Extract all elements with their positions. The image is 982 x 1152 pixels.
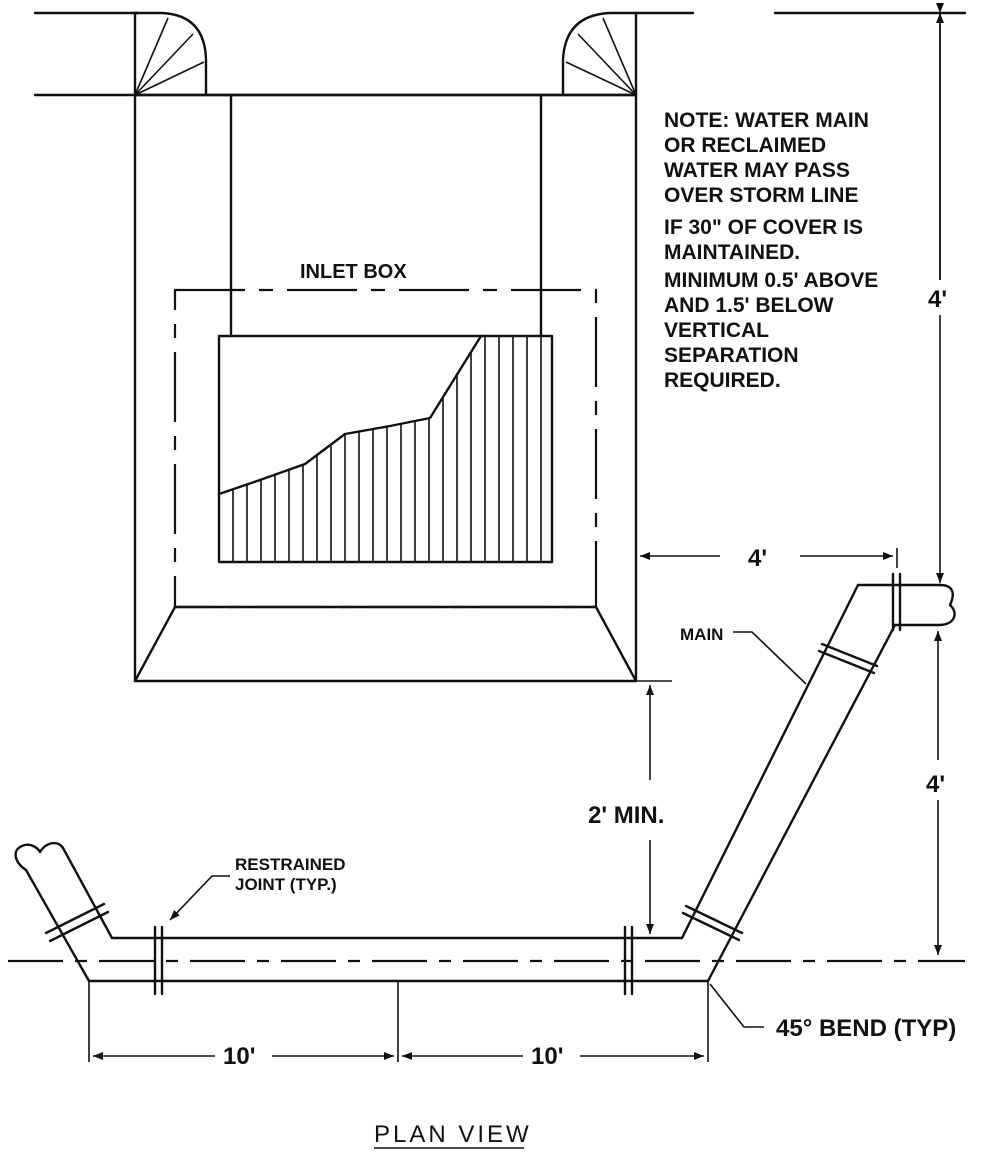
note-line-4: OVER STORM LINE (664, 184, 858, 207)
dimension-lower-vertical: 4' (926, 631, 945, 955)
note-line-9: VERTICAL (664, 319, 769, 342)
dimension-left-run-text: 10' (223, 1043, 255, 1070)
inlet-box (133, 93, 638, 683)
dimension-horizontal-offset-text: 4' (748, 545, 767, 572)
dimension-clearance-text: 2' MIN. (588, 802, 664, 829)
callout-main-text: MAIN (680, 625, 723, 644)
restrained-joints (44, 572, 902, 996)
note-line-3: WATER MAY PASS (664, 159, 850, 182)
note-line-7: MINIMUM 0.5' ABOVE (664, 269, 878, 292)
note-line-5: IF 30" OF COVER IS (664, 216, 863, 239)
dimension-clearance: 2' MIN. (588, 680, 672, 934)
note-block: NOTE: WATER MAIN OR RECLAIMED WATER MAY … (664, 109, 878, 392)
note-line-6: MAINTAINED. (664, 241, 800, 264)
note-line-10: SEPARATION (664, 344, 799, 367)
water-main-pipe (14, 583, 956, 983)
view-title: PLAN VIEW (374, 1121, 532, 1149)
note-line-2: OR RECLAIMED (664, 134, 826, 157)
right-curb-return (561, 11, 638, 97)
dimension-top-vertical-text: 4' (928, 286, 947, 313)
callout-bend-text: 45° BEND (TYP) (776, 1015, 956, 1042)
dimension-lower-vertical-text: 4' (926, 771, 945, 798)
callout-main: MAIN (680, 625, 807, 685)
note-line-1: NOTE: WATER MAIN (664, 109, 869, 132)
inlet-grate-hatching (217, 334, 554, 564)
callout-restrained-joint-line2: JOINT (TYP.) (235, 875, 337, 894)
inlet-box-label: INLET BOX (300, 261, 407, 283)
dimension-runs: 10' 10' (88, 981, 709, 1070)
note-line-8: AND 1.5' BELOW (664, 294, 834, 317)
callout-restrained-joint-line1: RESTRAINED (235, 855, 346, 874)
dimension-top-vertical: 4' (928, 3, 947, 583)
note-line-11: REQUIRED. (664, 369, 781, 392)
callout-restrained-joint: RESTRAINED JOINT (TYP.) (169, 855, 346, 921)
view-title-text: PLAN VIEW (374, 1121, 532, 1148)
left-curb-return (133, 11, 208, 97)
dimension-right-run-text: 10' (531, 1043, 563, 1070)
callout-bend: 45° BEND (TYP) (709, 983, 956, 1042)
dimension-horizontal-offset: 4' (640, 545, 898, 572)
